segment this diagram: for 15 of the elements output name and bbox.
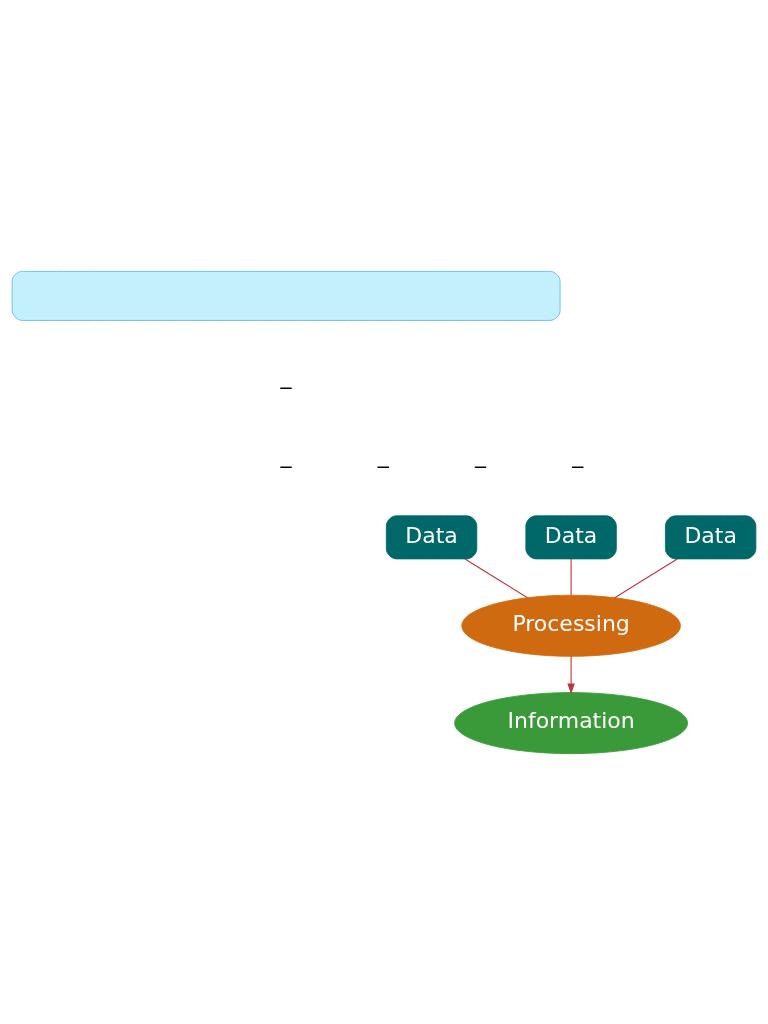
- arrow: [567, 655, 575, 694]
- node-box: Data: [664, 514, 757, 559]
- node-box: Data: [385, 514, 478, 559]
- node-ellipse: Processing: [461, 594, 681, 657]
- label: _: [280, 363, 292, 389]
- connector: [614, 557, 678, 598]
- connector: [464, 557, 528, 598]
- node-box: Data: [525, 514, 617, 559]
- node-box: [11, 270, 561, 321]
- label: _: [280, 442, 292, 468]
- label: _: [572, 442, 584, 468]
- connector: [570, 557, 572, 596]
- label: _: [377, 442, 389, 468]
- label: _: [475, 442, 487, 468]
- node-ellipse: Information: [454, 691, 689, 754]
